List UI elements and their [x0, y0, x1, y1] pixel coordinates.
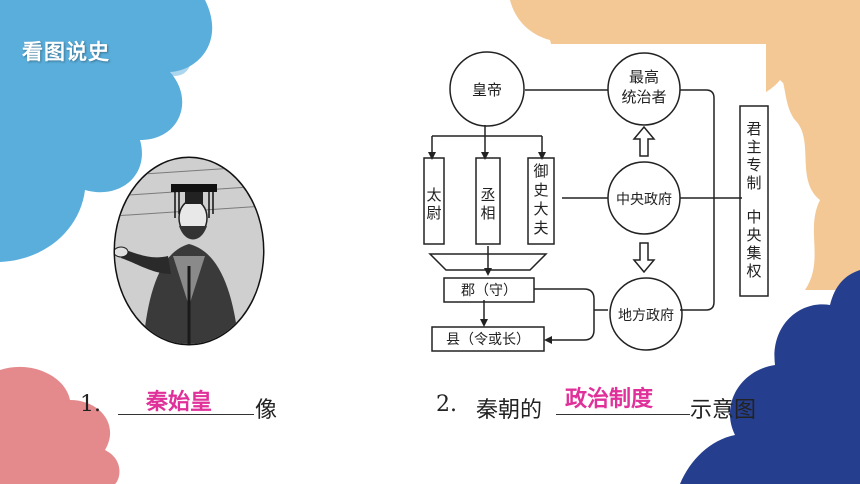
emperor-label: 皇帝: [472, 81, 502, 99]
system-char-7: 央: [746, 226, 761, 244]
caption-1-number: 1.: [80, 392, 101, 417]
xian-label: 县（令或长）: [446, 332, 530, 348]
chengxiang-label-2: 相: [480, 204, 495, 222]
yushi-label-3: 大: [533, 200, 548, 218]
blue-cloud-decoration: [0, 0, 213, 262]
jun-label: 郡（守）: [461, 283, 517, 299]
caption-1-blank: [118, 414, 254, 415]
local-government-label: 地方政府: [618, 308, 674, 324]
system-char-2: 主: [746, 138, 761, 156]
top-ruler-label-2: 统治者: [621, 88, 666, 106]
system-char-1: 君: [746, 120, 761, 138]
caption-1-suffix: 像: [255, 398, 278, 423]
pink-cloud-decoration: [0, 366, 120, 484]
caption-2-answer: 政治制度: [565, 387, 654, 412]
chengxiang-label-1: 丞: [480, 186, 495, 204]
system-char-6: 中: [746, 208, 761, 226]
caption-2-suffix: 示意图: [690, 398, 757, 423]
yushi-label-1: 御: [533, 162, 548, 180]
yushi-label-4: 夫: [533, 219, 548, 237]
central-government-label: 中央政府: [616, 192, 672, 208]
system-char-8: 集: [746, 244, 761, 262]
caption-2-blank: [556, 414, 690, 415]
yushi-label-2: 史: [533, 181, 548, 199]
taiwei-label-2: 尉: [426, 204, 441, 222]
caption-2-number: 2.: [436, 392, 457, 417]
system-char-4: 制: [746, 174, 761, 192]
caption-2-prefix: 秦朝的: [476, 398, 543, 423]
page-title: 看图说史: [22, 40, 110, 64]
taiwei-label-1: 太: [426, 186, 441, 204]
system-char-3: 专: [746, 156, 761, 174]
emperor-portrait-image: [113, 156, 265, 346]
navy-cloud-decoration: [680, 270, 860, 484]
peach-side-decoration: [765, 40, 860, 290]
caption-1-answer: 秦始皇: [146, 390, 213, 415]
system-char-9: 权: [746, 262, 761, 280]
top-ruler-label-1: 最高: [629, 68, 659, 86]
